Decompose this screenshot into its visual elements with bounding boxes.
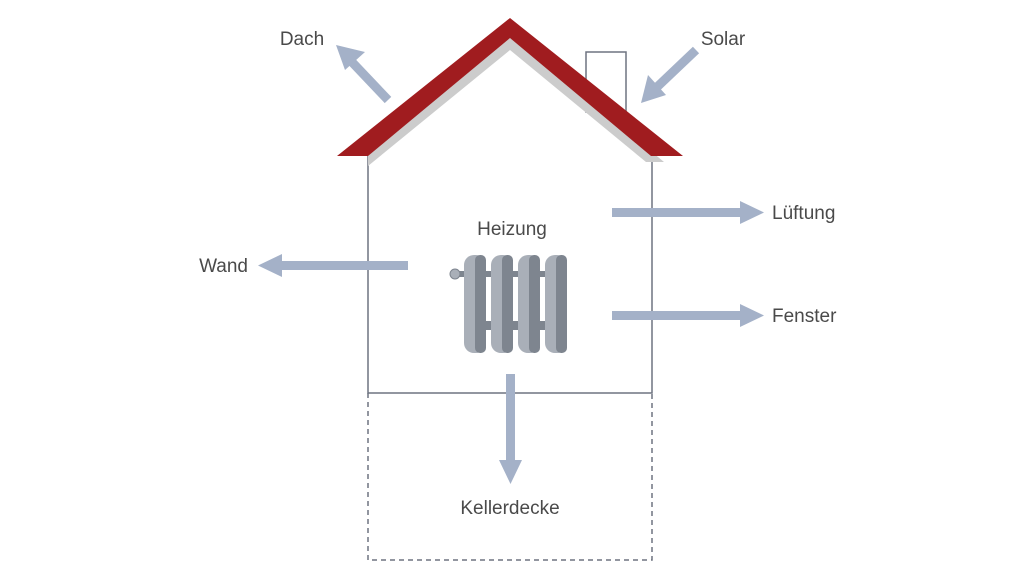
ventilation-arrow (612, 201, 764, 224)
radiator-fin (464, 255, 486, 353)
solar-gain-arrow (641, 46, 700, 103)
label-ventilation: Lüftung (772, 203, 835, 224)
label-wall: Wand (199, 256, 248, 277)
radiator-fin (545, 255, 567, 353)
roof (337, 18, 683, 156)
radiator-fin (491, 255, 513, 353)
roof-heat-loss-arrow (336, 45, 392, 104)
label-solar: Solar (701, 29, 746, 50)
radiator-icon (449, 255, 567, 353)
label-roof: Dach (280, 29, 324, 50)
wall-arrow (258, 254, 408, 277)
label-basement-ceiling: Kellerdecke (460, 498, 559, 519)
basement-ceiling-arrow (499, 374, 522, 484)
label-heating: Heizung (477, 219, 547, 240)
radiator-fin (518, 255, 540, 353)
basement-outline (367, 393, 653, 561)
label-window: Fenster (772, 306, 837, 327)
window-arrow (612, 304, 764, 327)
